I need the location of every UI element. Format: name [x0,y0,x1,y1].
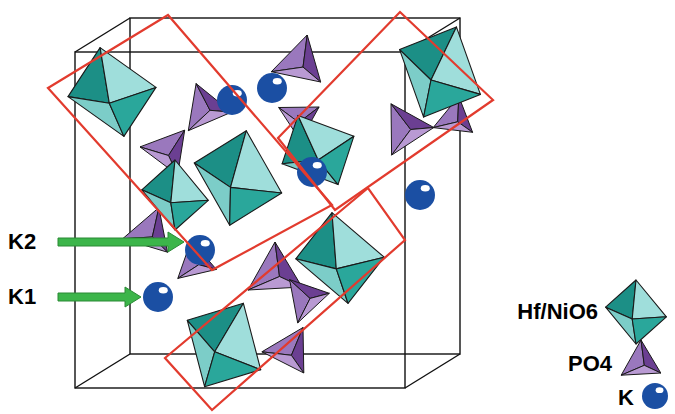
octahedron [187,303,260,386]
atom-sphere [642,383,668,409]
chain-frame [165,188,405,410]
atom-highlight [159,287,168,294]
tetrahedron-face [188,110,231,130]
site-label: K1 [8,286,36,308]
site-label: K2 [8,231,36,253]
tetrahedron-face [621,365,661,375]
potassium-atom [143,282,173,312]
atom-highlight [201,240,210,247]
tetrahedron [290,280,330,323]
octahedron-face [205,352,261,387]
atom-highlight [313,162,322,169]
atom-sphere [185,235,215,265]
tetrahedron-face [271,35,307,72]
potassium-atoms [143,73,435,312]
octahedron [194,131,281,226]
atom-highlight [656,387,664,393]
potassium-atom [257,73,287,103]
atom-sphere [257,73,287,103]
legend-text: K [618,387,634,409]
octahedron-face [194,163,230,225]
tetrahedron [621,340,661,375]
chain-frames [48,12,493,410]
cell-edge [75,18,130,52]
octahedron-face [606,307,636,344]
callout-arrow [58,287,141,307]
tetrahedron-face [262,352,304,373]
tetrahedron-face [298,293,330,323]
octahedron-face [632,280,666,319]
octahedron-face [230,187,282,225]
cell-edge [405,354,460,388]
chain-frame [48,15,332,270]
legend-icons [606,280,668,409]
octahedron [606,280,667,344]
octahedron-face [632,317,666,344]
octahedron-face [231,131,282,193]
atom-sphere [143,282,173,312]
octahedron-face [424,80,481,117]
tetrahedron-face [178,265,217,279]
chain-frame [278,12,493,210]
legend-text: Hf/NiO6 [517,301,598,323]
octahedron-face [109,87,156,136]
callout-arrows [58,232,184,307]
octahedron-face [171,200,209,230]
potassium-atom [185,235,215,265]
legend-text: PO4 [568,353,612,375]
cell-front-face [75,52,405,388]
atom-highlight [273,78,282,85]
unit-cell [75,18,460,388]
potassium-atom [405,180,435,210]
callout-arrow [58,232,184,252]
tetrahedron-face [392,128,434,156]
octahedron [400,27,481,117]
atom-sphere [405,180,435,210]
polyhedra [68,27,480,387]
atom-highlight [421,185,430,192]
cell-back-face [130,18,460,354]
cell-edge [75,354,130,388]
potassium-atom [642,383,668,409]
octahedron [68,48,156,137]
